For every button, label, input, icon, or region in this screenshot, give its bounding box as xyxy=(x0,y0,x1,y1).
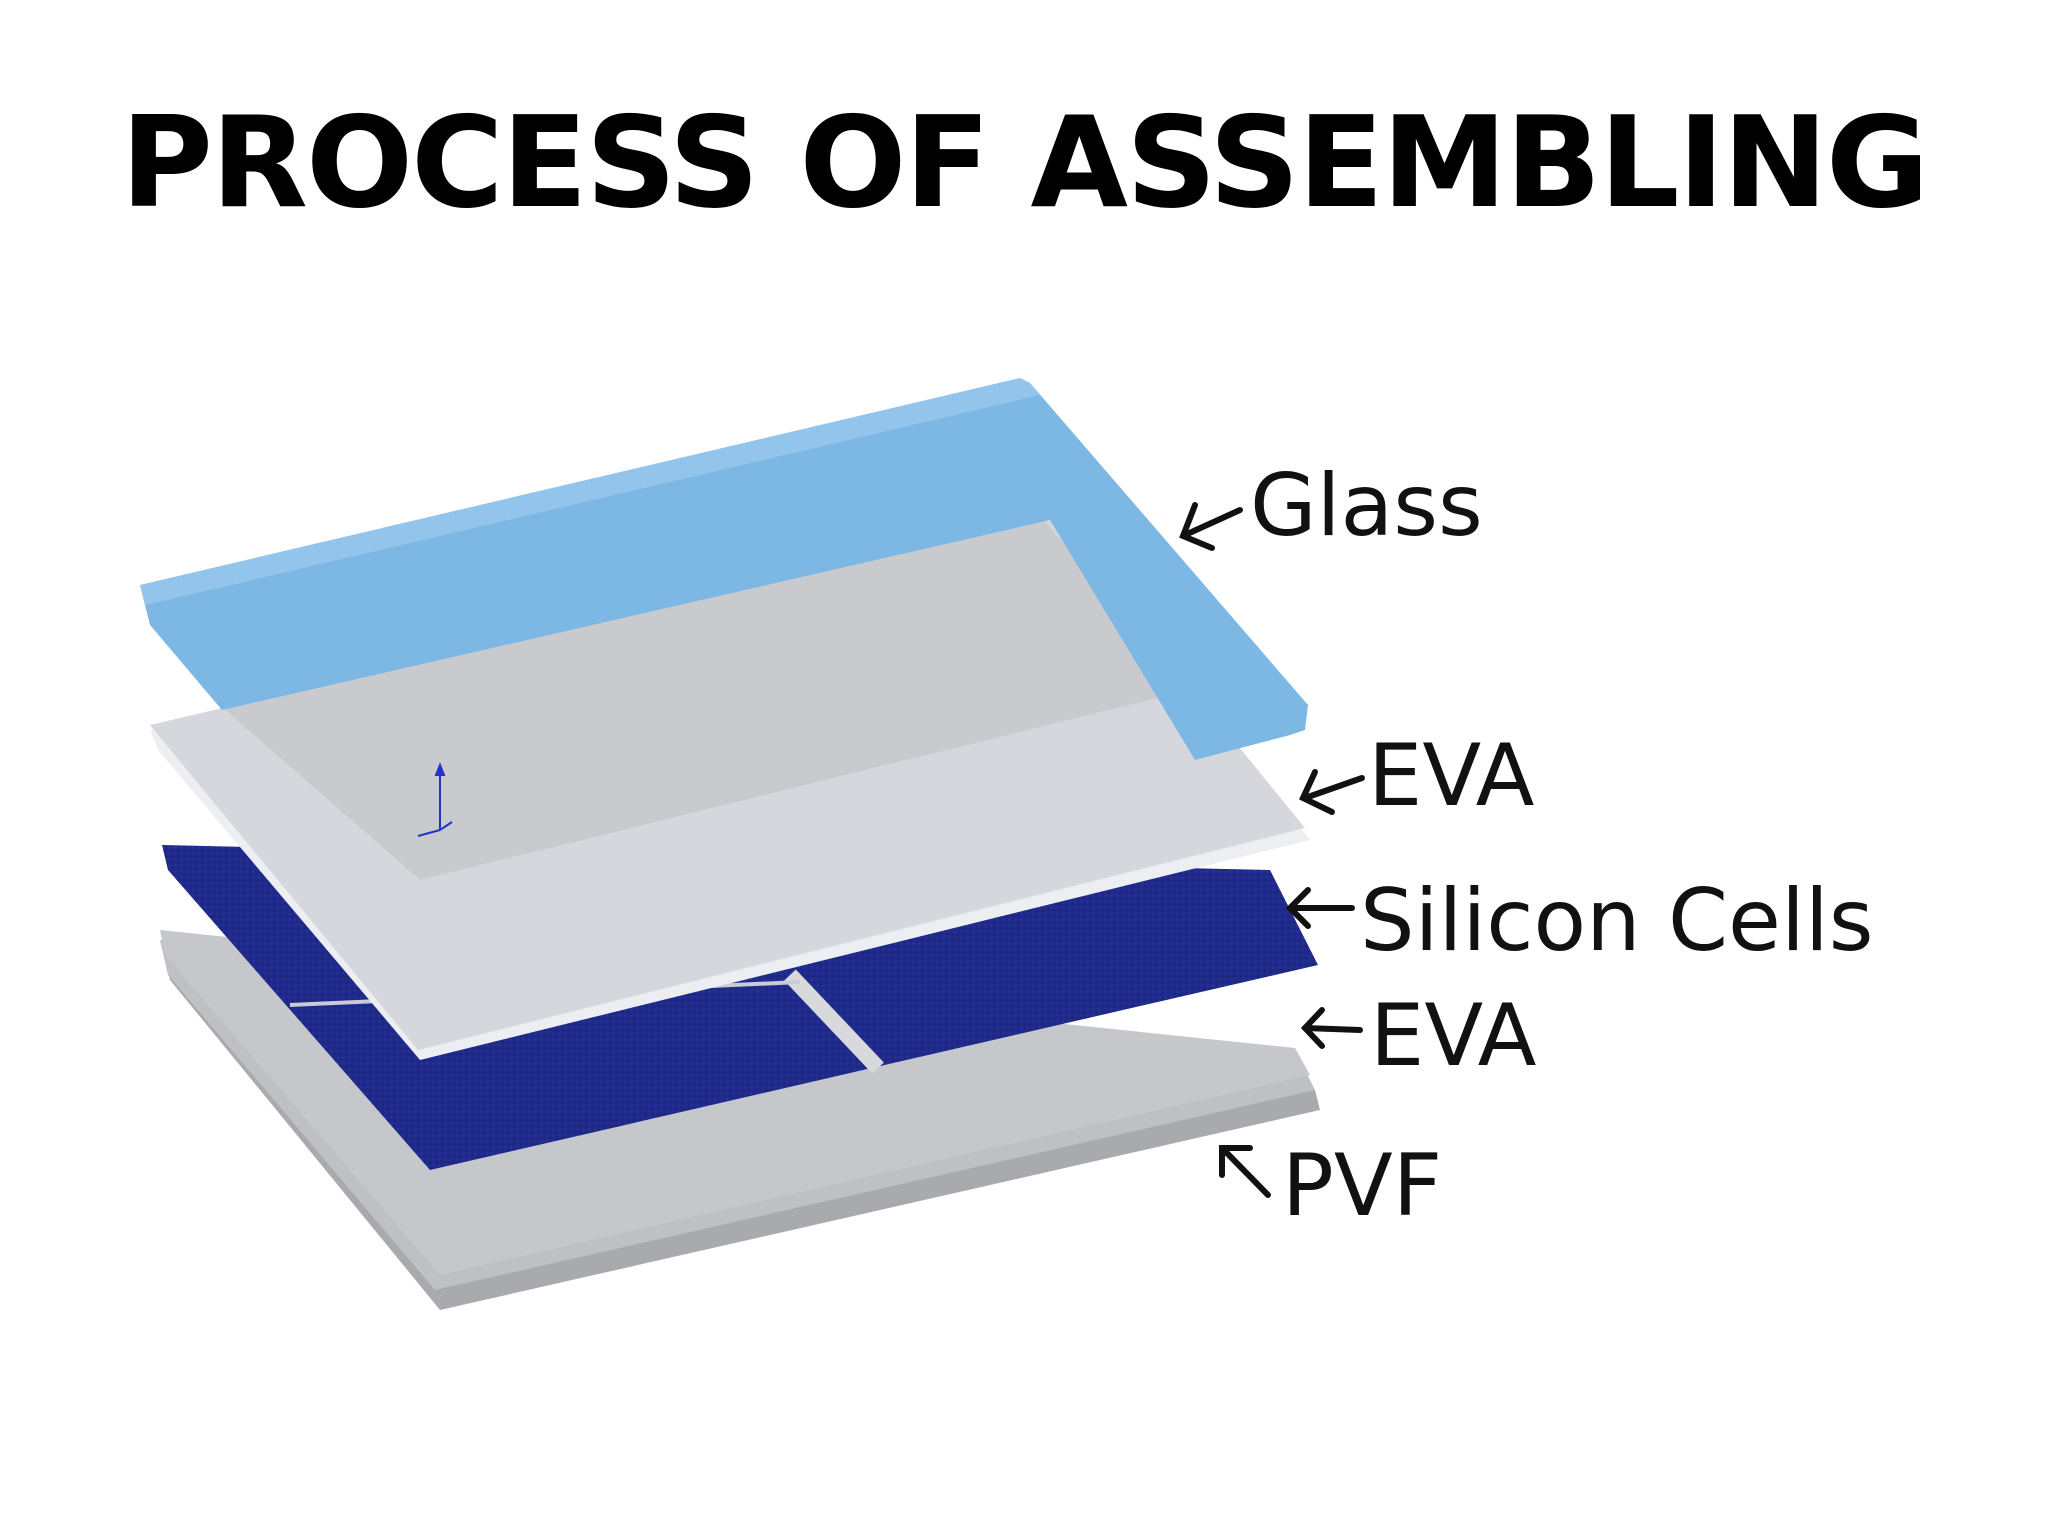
axis-triad-icon xyxy=(417,762,453,837)
label-glass: Glass xyxy=(1179,456,1483,556)
glass-sheet-highlight xyxy=(140,378,1040,605)
arrow-pvf-icon xyxy=(1219,1145,1271,1198)
glass-layer xyxy=(140,378,1308,760)
eva-top-sheet-shade xyxy=(222,518,1190,880)
arrow-eva-top-icon xyxy=(1299,769,1365,815)
layer-label-pvf: PVF xyxy=(1282,1136,1442,1236)
arrow-glass-icon xyxy=(1179,502,1243,551)
glass-sheet xyxy=(140,378,1308,760)
cell-gap-divider xyxy=(784,969,884,1074)
layer-label-glass: Glass xyxy=(1250,456,1483,556)
label-pvf: PVF xyxy=(1219,1136,1442,1236)
layer-label-silicon-cells: Silicon Cells xyxy=(1360,871,1874,971)
label-eva-bottom: EVA xyxy=(1300,986,1537,1086)
arrow-eva-bottom-icon xyxy=(1300,1007,1363,1049)
layer-label-eva-top: EVA xyxy=(1368,726,1535,826)
page-title: PROCESS OF ASSEMBLING xyxy=(120,89,1930,236)
label-eva-top: EVA xyxy=(1299,726,1535,826)
label-silicon-cells: Silicon Cells xyxy=(1285,871,1874,971)
layer-label-eva-bottom: EVA xyxy=(1370,986,1537,1086)
arrow-silicon-cells-icon xyxy=(1285,887,1355,929)
eva-top-layer xyxy=(150,515,1310,1060)
